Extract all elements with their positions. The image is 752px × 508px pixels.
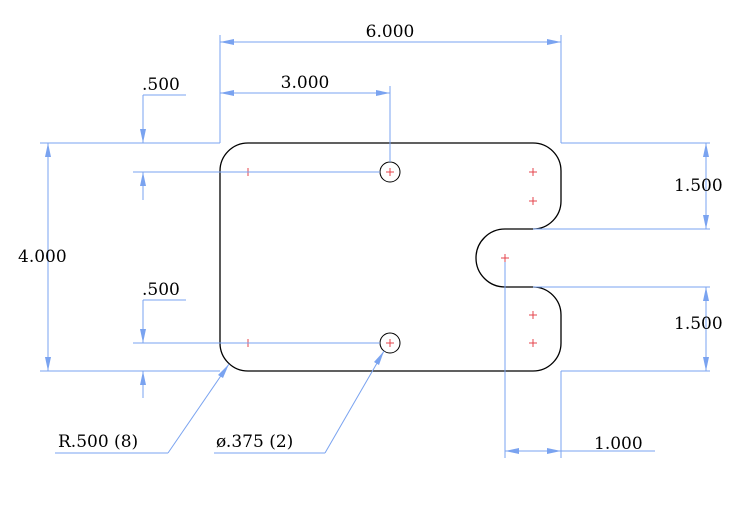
dim-hole-spacing: 3.000 <box>281 73 330 93</box>
part-outline <box>219 142 562 372</box>
dim-edge-offset-bottom: .500 <box>142 280 180 300</box>
fillet-radius-callout: R.500 (8) <box>58 432 138 452</box>
hole-diameter-callout: ø.375 (2) <box>216 432 293 452</box>
dim-slot-upper-offset: 1.500 <box>674 176 723 196</box>
dim-edge-offset-top: .500 <box>142 75 180 95</box>
dim-slot-lower-offset: 1.500 <box>674 314 723 334</box>
dim-overall-width: 6.000 <box>366 22 415 42</box>
center-marks <box>247 168 537 347</box>
dim-overall-height: 4.000 <box>18 247 67 267</box>
arrowheads <box>45 39 709 454</box>
dim-slot-depth: 1.000 <box>594 434 643 454</box>
dimension-lines <box>40 35 710 458</box>
